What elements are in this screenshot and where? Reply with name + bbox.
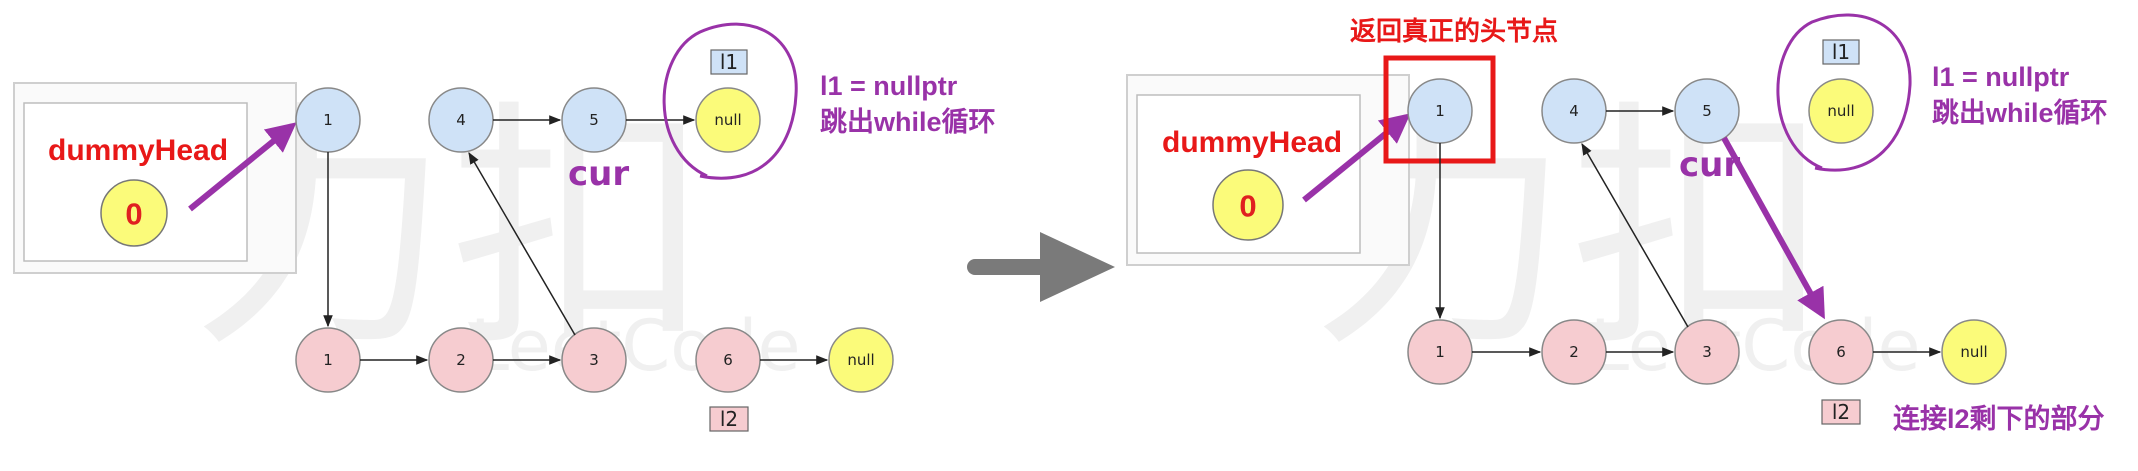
dummy-to-head-arrow — [188, 122, 297, 212]
list1-node-value: 5 — [589, 111, 599, 129]
transition-arrow — [967, 232, 1115, 302]
note-exit-loop: 跳出while循环 — [820, 107, 996, 137]
dummy-head-value: 0 — [125, 197, 142, 232]
dummy-head-node — [1212, 169, 1284, 241]
list1-node-value: 5 — [1702, 102, 1712, 120]
left-panel: dummyHead 0 1 4 5 null 1 2 3 6 null — [13, 22, 996, 432]
link-arrow — [1581, 142, 1689, 328]
list2-node-value: 3 — [1702, 343, 1712, 361]
dummy-head-label: dummyHead — [1162, 126, 1342, 159]
null-node — [1941, 319, 2007, 385]
l1-tag-box — [710, 49, 748, 75]
note-l1-null: l1 = nullptr — [820, 71, 958, 101]
list2-node-value: 2 — [1569, 343, 1579, 361]
list2-node-value: 3 — [589, 351, 599, 369]
list2-node-value: 6 — [723, 351, 733, 369]
cur-label: cur — [1679, 145, 1740, 185]
l2-tag: l2 — [1832, 400, 1850, 424]
list2-node-value: 6 — [1836, 343, 1846, 361]
null-node — [1808, 78, 1874, 144]
list2-node — [1674, 319, 1740, 385]
null-node-label: null — [1827, 102, 1854, 120]
l2-tag-box — [1821, 399, 1861, 425]
transition-arrow-head — [1040, 232, 1115, 302]
null-node — [828, 327, 894, 393]
l2-tag-box — [709, 406, 749, 432]
right-panel-title: 返回真正的头节点 — [1350, 16, 1558, 47]
l1-highlight-circle — [1776, 13, 1912, 172]
list2-node-value: 1 — [323, 351, 333, 369]
dummy-head-node — [100, 179, 168, 247]
l1-highlight-circle — [662, 22, 798, 180]
note-l1-null: l1 = nullptr — [1932, 62, 2070, 92]
l2-tag: l2 — [720, 407, 738, 431]
list2-node-value: 1 — [1435, 343, 1445, 361]
null-node-label: null — [847, 351, 874, 369]
list2-node — [561, 327, 627, 393]
list2-node-value: 2 — [456, 351, 466, 369]
connect-l2-arrow — [1721, 136, 1825, 320]
null-node-label: null — [714, 111, 741, 129]
dummy-head-label: dummyHead — [48, 134, 228, 167]
null-node — [695, 87, 761, 153]
l1-tag: l1 — [720, 50, 738, 74]
null-node-label: null — [1960, 343, 1987, 361]
list1-node-value: 4 — [456, 111, 466, 129]
list1-node — [1674, 78, 1740, 144]
dummy-head-value: 0 — [1239, 189, 1256, 224]
right-panel: 返回真正的头节点 dummyHead 0 1 4 5 null 1 2 3 6 … — [1126, 13, 2108, 434]
connect-l2-note: 连接l2剩下的部分 — [1893, 403, 2105, 434]
l1-tag: l1 — [1832, 40, 1850, 64]
cur-label: cur — [568, 154, 629, 194]
link-arrow — [468, 151, 576, 336]
note-exit-loop: 跳出while循环 — [1932, 98, 2108, 128]
list1-node-value: 1 — [1435, 102, 1445, 120]
list1-node-value: 4 — [1569, 102, 1579, 120]
dummy-to-head-arrow — [1302, 113, 1411, 203]
l1-tag-box — [1822, 39, 1860, 65]
list1-node-value: 1 — [323, 111, 333, 129]
